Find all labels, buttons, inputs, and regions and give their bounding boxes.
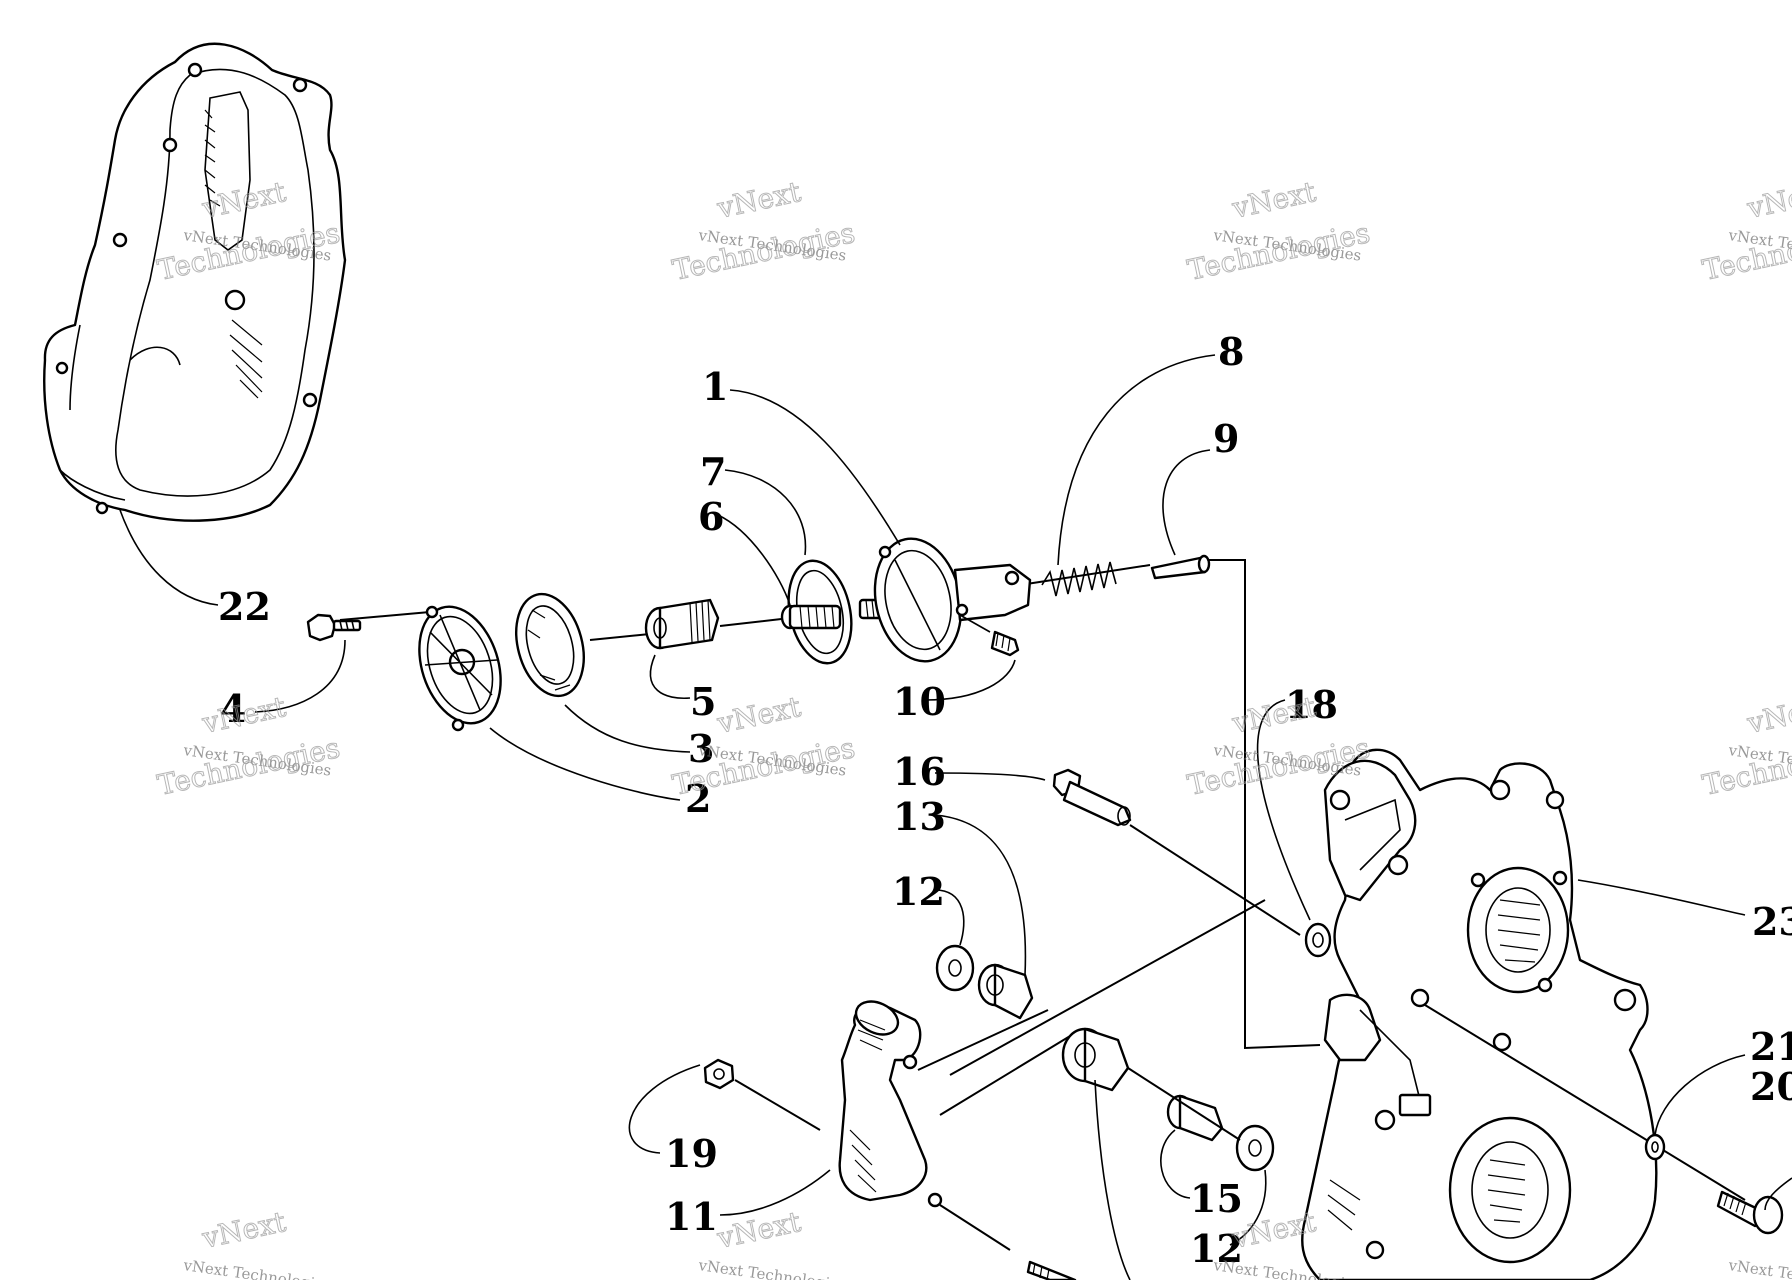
svg-text:vNext: vNext (1744, 175, 1792, 225)
ring-part-3 (515, 592, 585, 698)
sleeve-part-5 (644, 598, 720, 650)
svg-text:Technologies: Technologies (1700, 731, 1792, 802)
axis-line-16 (1129, 824, 1301, 936)
callout-2: 2 (685, 776, 711, 821)
callout-6: 6 (698, 494, 724, 539)
callout-21: 21 (1750, 1024, 1792, 1069)
callout-11: 11 (665, 1194, 718, 1239)
axis-line-20-21 (1424, 1004, 1746, 1201)
screw-part-10 (959, 614, 1020, 657)
washer-part-12-bottom (1235, 1124, 1275, 1172)
svg-text:vNext: vNext (1229, 175, 1320, 225)
callout-22: 22 (218, 584, 271, 629)
washer-part-21 (1644, 1133, 1666, 1161)
svg-text:Technologies: Technologies (155, 731, 343, 802)
axis-line-left (339, 611, 431, 621)
callout-4: 4 (220, 686, 246, 731)
callout-19: 19 (665, 1131, 718, 1176)
svg-text:vNext: vNext (714, 690, 805, 740)
callout-7: 7 (700, 449, 726, 494)
svg-text:vNext: vNext (199, 690, 290, 740)
svg-text:vNext: vNext (714, 1205, 805, 1255)
bushing-large (1061, 1027, 1130, 1092)
assembly-bracket-line (1208, 559, 1321, 1050)
axis-line-center (589, 564, 1151, 641)
pin-part-9 (1150, 554, 1211, 580)
watermark-4: vNext vNext Technologies Technologies (1699, 174, 1792, 287)
callout-16: 16 (893, 749, 946, 794)
callout-15: 15 (1190, 1176, 1243, 1221)
svg-text:vNext Technologies: vNext Technologies (1726, 1256, 1792, 1280)
axis-lines-arm (917, 1009, 1081, 1251)
svg-text:Technologies: Technologies (670, 216, 858, 287)
callout-8: 8 (1218, 329, 1244, 374)
watermark-5: vNext vNext Technologies Technologies (154, 689, 343, 802)
gearcase-part-23 (1301, 748, 1658, 1280)
watermark-8: vNext vNext Technologies Technologies (1699, 689, 1792, 802)
callout-5: 5 (690, 679, 716, 724)
chaincase-cover-part-22 (43, 42, 347, 522)
bolt-part-20 (1716, 1190, 1784, 1235)
callout-3: 3 (688, 726, 714, 771)
svg-text:Technologies: Technologies (1700, 216, 1792, 287)
plate-part-2 (418, 605, 502, 732)
callout-18: 18 (1285, 682, 1338, 727)
nut-part-19 (703, 1058, 735, 1090)
axis-line-bottom (1127, 1067, 1241, 1141)
callout-20: 20 (1750, 1064, 1792, 1109)
svg-text:vNext: vNext (714, 175, 805, 225)
svg-text:vNext Technologies: vNext Technologies (181, 1256, 332, 1280)
callout-12-top: 12 (892, 869, 945, 914)
svg-text:vNext: vNext (1229, 690, 1320, 740)
bolt-part-16 (1052, 768, 1132, 827)
bolt-part-4 (306, 613, 362, 642)
callout-10: 10 (893, 679, 946, 724)
bolt-bottom (1026, 1260, 1077, 1280)
sleeve-part-15 (1166, 1094, 1224, 1142)
axis-line-19 (734, 1079, 821, 1131)
arm-part-11 (838, 1000, 943, 1208)
callout-13: 13 (893, 794, 946, 839)
watermark-9: vNext vNext Technologies (181, 1204, 332, 1280)
axis-line-arm-to-plate (949, 899, 1266, 1076)
callout-1: 1 (702, 364, 728, 409)
svg-text:vNext: vNext (1744, 690, 1792, 740)
washer-part-12-top (935, 944, 975, 992)
callout-12-bottom: 12 (1190, 1226, 1243, 1271)
svg-text:vNext Technologies: vNext Technologies (696, 1256, 847, 1280)
watermark-12: vNext Technologies (1726, 1256, 1792, 1280)
leader-bushing-large (1094, 1079, 1131, 1280)
callout-9: 9 (1213, 416, 1239, 461)
spring-part-8 (1041, 561, 1117, 597)
bushing-part-13 (977, 963, 1034, 1020)
housing-part-1 (873, 537, 1032, 663)
washer-part-18 (1304, 922, 1332, 958)
svg-text:vNext: vNext (199, 1205, 290, 1255)
svg-text:Technologies: Technologies (1185, 216, 1373, 287)
watermark-2: vNext vNext Technologies Technologies (669, 174, 858, 287)
watermark-3: vNext vNext Technologies Technologies (1184, 174, 1373, 287)
watermark-10: vNext vNext Technologies (696, 1204, 847, 1280)
callout-23: 23 (1752, 899, 1792, 944)
